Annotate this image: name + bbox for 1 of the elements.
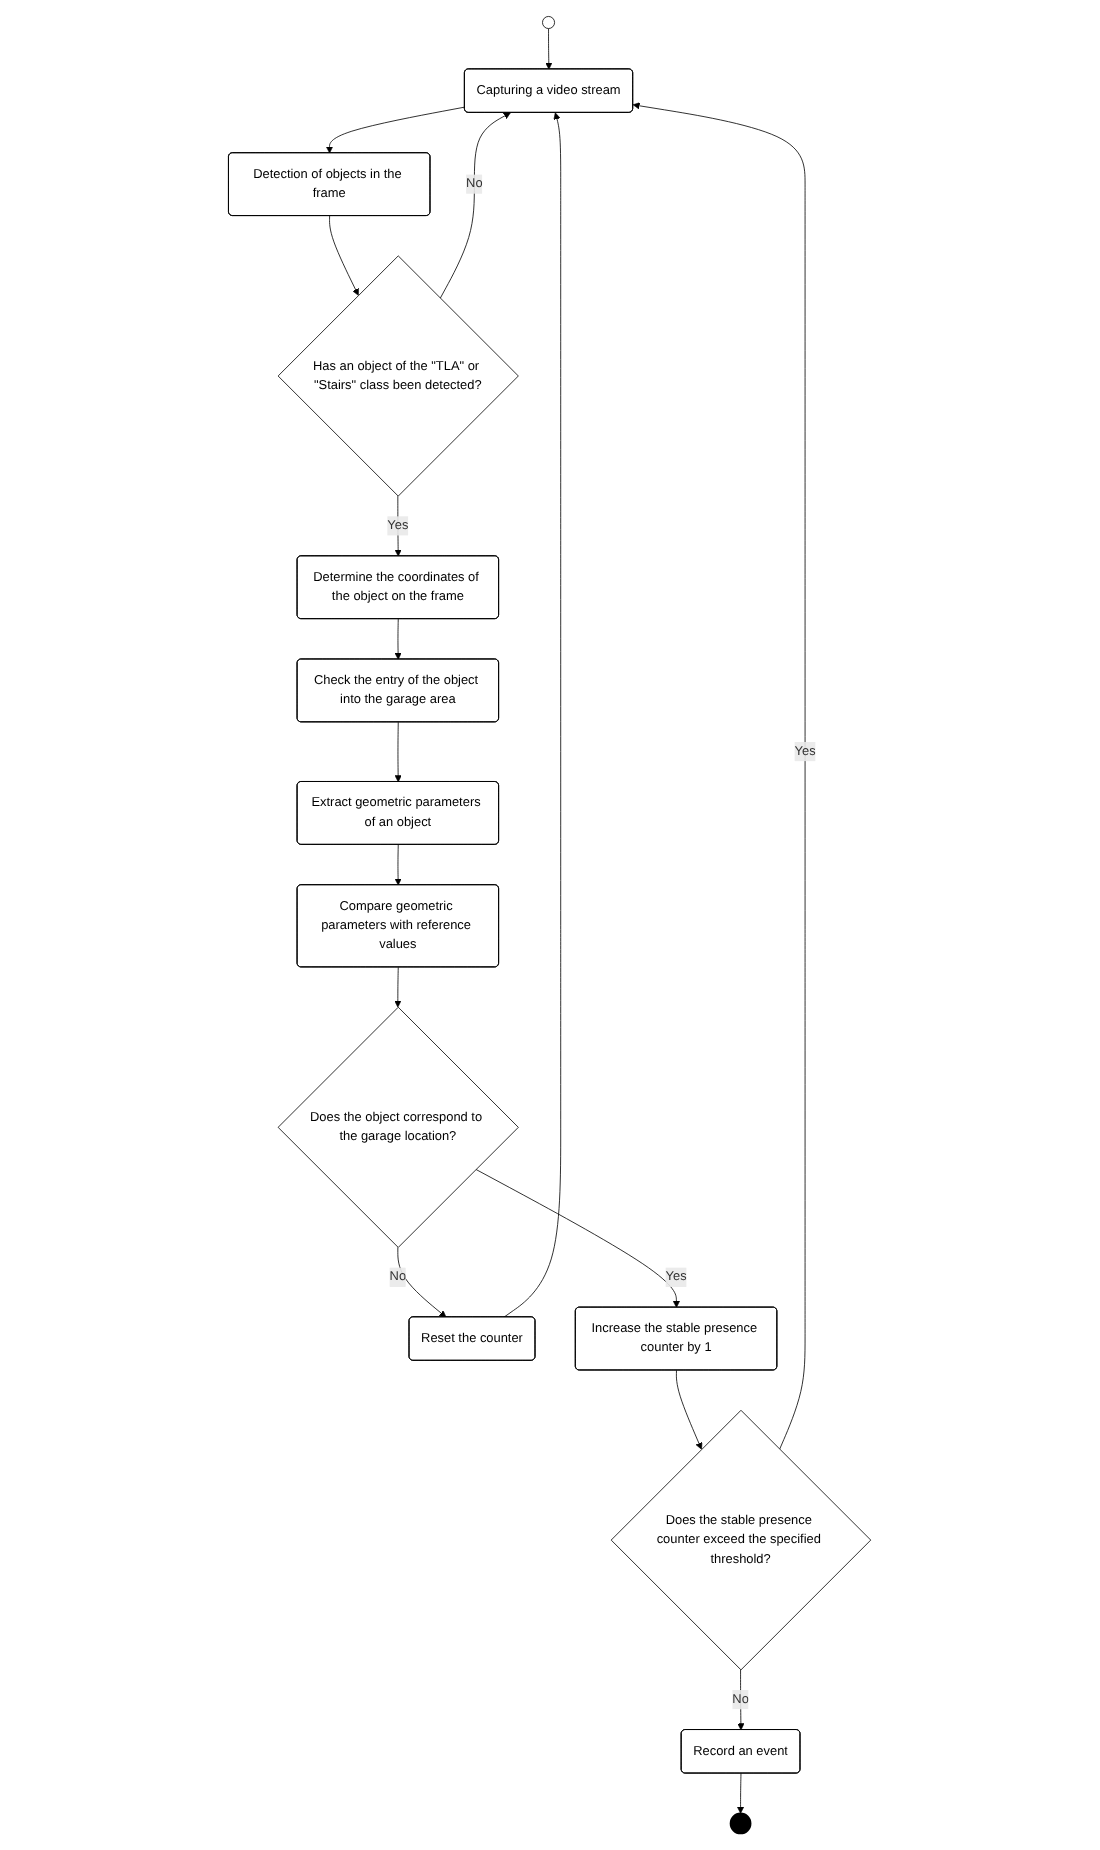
node-circle <box>542 16 556 29</box>
